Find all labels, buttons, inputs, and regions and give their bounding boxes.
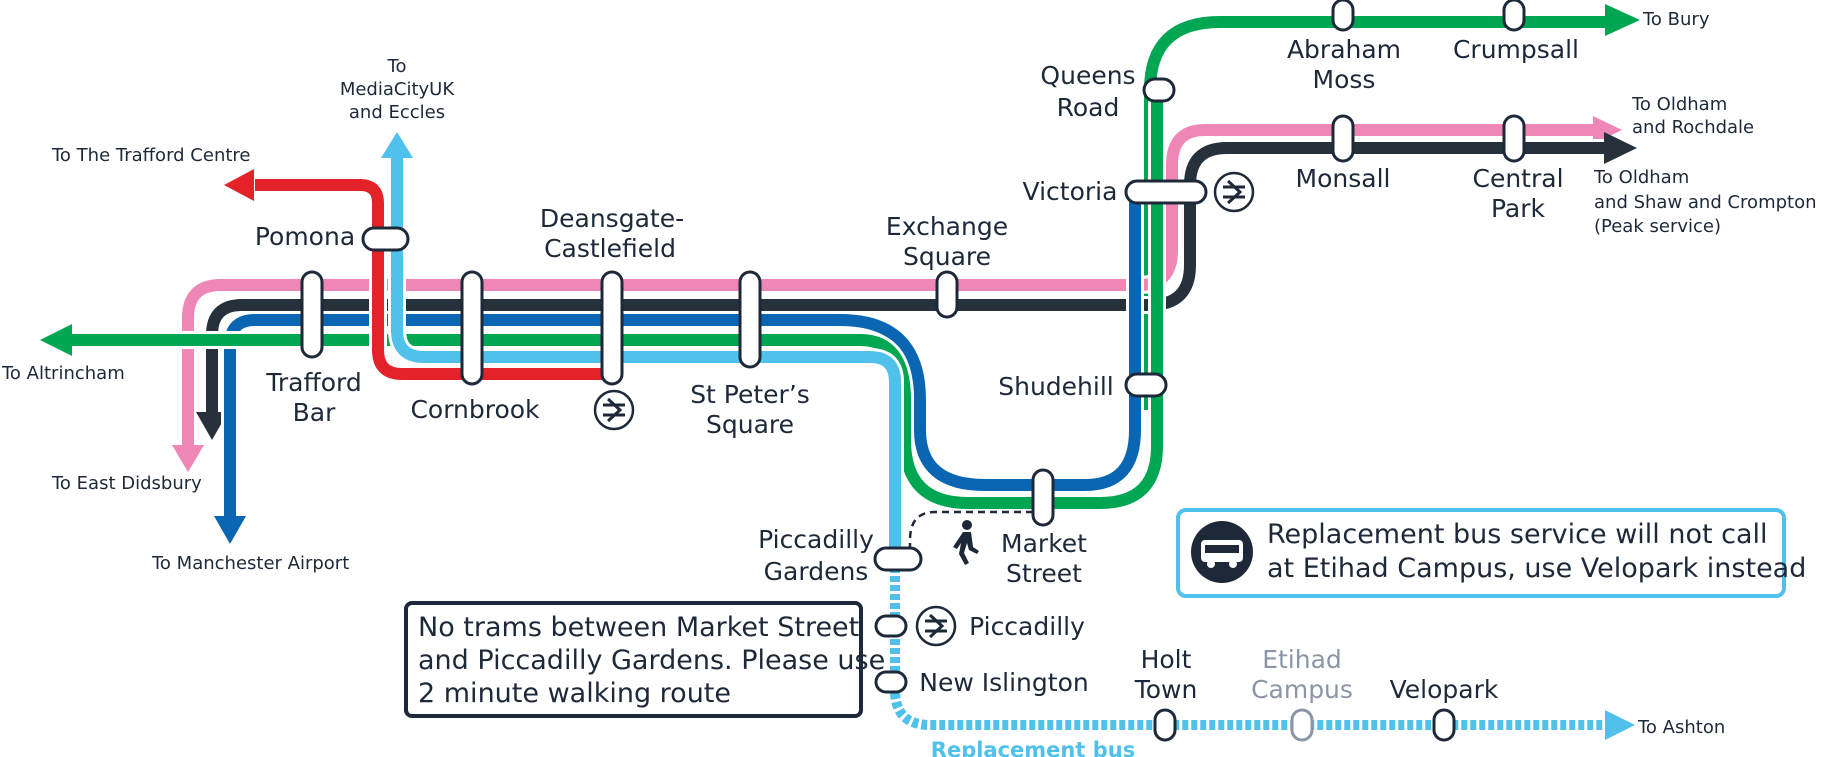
station-new-islington: New Islington (919, 668, 1088, 697)
walk-notice-line-2: and Piccadilly Gardens. Please use (418, 645, 885, 676)
station-holt-town-2: Town (1134, 675, 1198, 704)
dest-oldham-shaw-2: and Shaw and Crompton (1594, 192, 1817, 213)
station-deansgate-2: Castlefield (544, 234, 676, 263)
dest-trafford-centre: To The Trafford Centre (51, 145, 250, 166)
replacement-bus-label: Replacement bus (931, 738, 1135, 757)
station-velopark: Velopark (1390, 675, 1499, 704)
dest-mediacity-3: and Eccles (349, 102, 445, 123)
walk-notice: No trams between Market Street and Picca… (404, 601, 885, 718)
station-exchange-square-2: Square (903, 242, 991, 271)
arrow-pink-east-didsbury (172, 445, 204, 472)
station-pomona: Pomona (255, 222, 355, 251)
station-shudehill: Shudehill (998, 372, 1114, 401)
red-line (255, 179, 612, 380)
walking-person-icon (953, 520, 979, 565)
station-piccadilly-gardens: Piccadilly (758, 525, 874, 554)
station-piccadilly: Piccadilly (969, 612, 1085, 641)
dest-altrincham: To Altrincham (1, 363, 125, 384)
station-exchange-square: Exchange (886, 212, 1008, 241)
arrow-dark-oldham (1604, 132, 1637, 164)
station-st-peters-2: Square (706, 410, 794, 439)
blue-line (224, 195, 1141, 530)
national-rail-icon (1213, 171, 1255, 213)
arrow-blue-airport (214, 516, 246, 544)
station-etihad-campus: Etihad (1262, 645, 1342, 674)
bus-notice-line-1: Replacement bus service will not call (1267, 519, 1768, 550)
tram-lines (40, 4, 1650, 740)
arrow-red-trafford (224, 169, 254, 201)
light-blue-line (391, 150, 901, 555)
dest-ashton: To Ashton (1637, 717, 1725, 738)
dest-oldham-shaw: To Oldham (1593, 167, 1689, 188)
station-holt-town: Holt (1141, 645, 1192, 674)
station-st-peters: St Peter’s (690, 380, 810, 409)
station-piccadilly-gardens-2: Gardens (764, 557, 869, 586)
station-labels: Abraham Moss Crumpsall Queens Road Victo… (255, 35, 1579, 704)
dest-airport: To Manchester Airport (151, 553, 349, 574)
arrow-to-bury (1605, 4, 1640, 36)
arrow-dark-didsbury (196, 412, 228, 440)
arrow-ashton (1605, 710, 1635, 740)
national-rail-icon (593, 389, 635, 431)
arrow-green-altrincham (40, 324, 72, 356)
dest-oldham-rochdale-2: and Rochdale (1632, 117, 1754, 138)
station-central-park: Central (1472, 164, 1563, 193)
dest-oldham-shaw-3: (Peak service) (1594, 216, 1721, 237)
dark-line (206, 142, 1610, 425)
bus-icon (1191, 521, 1253, 583)
station-queens-road-2: Road (1057, 93, 1120, 122)
dest-mediacity: To (387, 56, 407, 77)
station-central-park-2: Park (1491, 194, 1546, 223)
station-trafford-bar: Trafford (265, 368, 361, 397)
national-rail-icon (915, 605, 957, 647)
station-market-street-2: Street (1006, 559, 1082, 588)
station-market-street: Market (1001, 529, 1087, 558)
station-victoria: Victoria (1023, 177, 1118, 206)
walk-notice-line-1: No trams between Market Street (418, 612, 859, 643)
station-queens-road: Queens (1040, 61, 1135, 90)
station-cornbrook: Cornbrook (410, 395, 540, 424)
station-crumpsall: Crumpsall (1453, 35, 1579, 64)
dest-mediacity-2: MediaCityUK (340, 79, 456, 100)
bus-notice: Replacement bus service will not call at… (1176, 508, 1806, 598)
arrow-light-blue-mediacity (381, 132, 413, 158)
destination-labels: To Bury To Oldham and Rochdale To Oldham… (1, 9, 1817, 757)
bus-notice-line-2: at Etihad Campus, use Velopark instead (1267, 553, 1806, 584)
station-etihad-campus-2: Campus (1251, 675, 1353, 704)
dest-east-didsbury: To East Didsbury (51, 473, 202, 494)
station-abraham-moss: Abraham (1287, 35, 1401, 64)
walk-notice-line-3: 2 minute walking route (418, 678, 731, 709)
station-markers (300, 0, 1526, 742)
walking-route (908, 510, 1045, 555)
dest-oldham-rochdale: To Oldham (1631, 94, 1727, 115)
arrow-pink-oldham (1593, 116, 1622, 144)
green-line (70, 100, 1163, 509)
station-abraham-moss-2: Moss (1313, 65, 1376, 94)
station-trafford-bar-2: Bar (293, 398, 336, 427)
dest-bury: To Bury (1642, 9, 1710, 30)
station-monsall: Monsall (1296, 164, 1391, 193)
station-deansgate: Deansgate- (540, 204, 684, 233)
